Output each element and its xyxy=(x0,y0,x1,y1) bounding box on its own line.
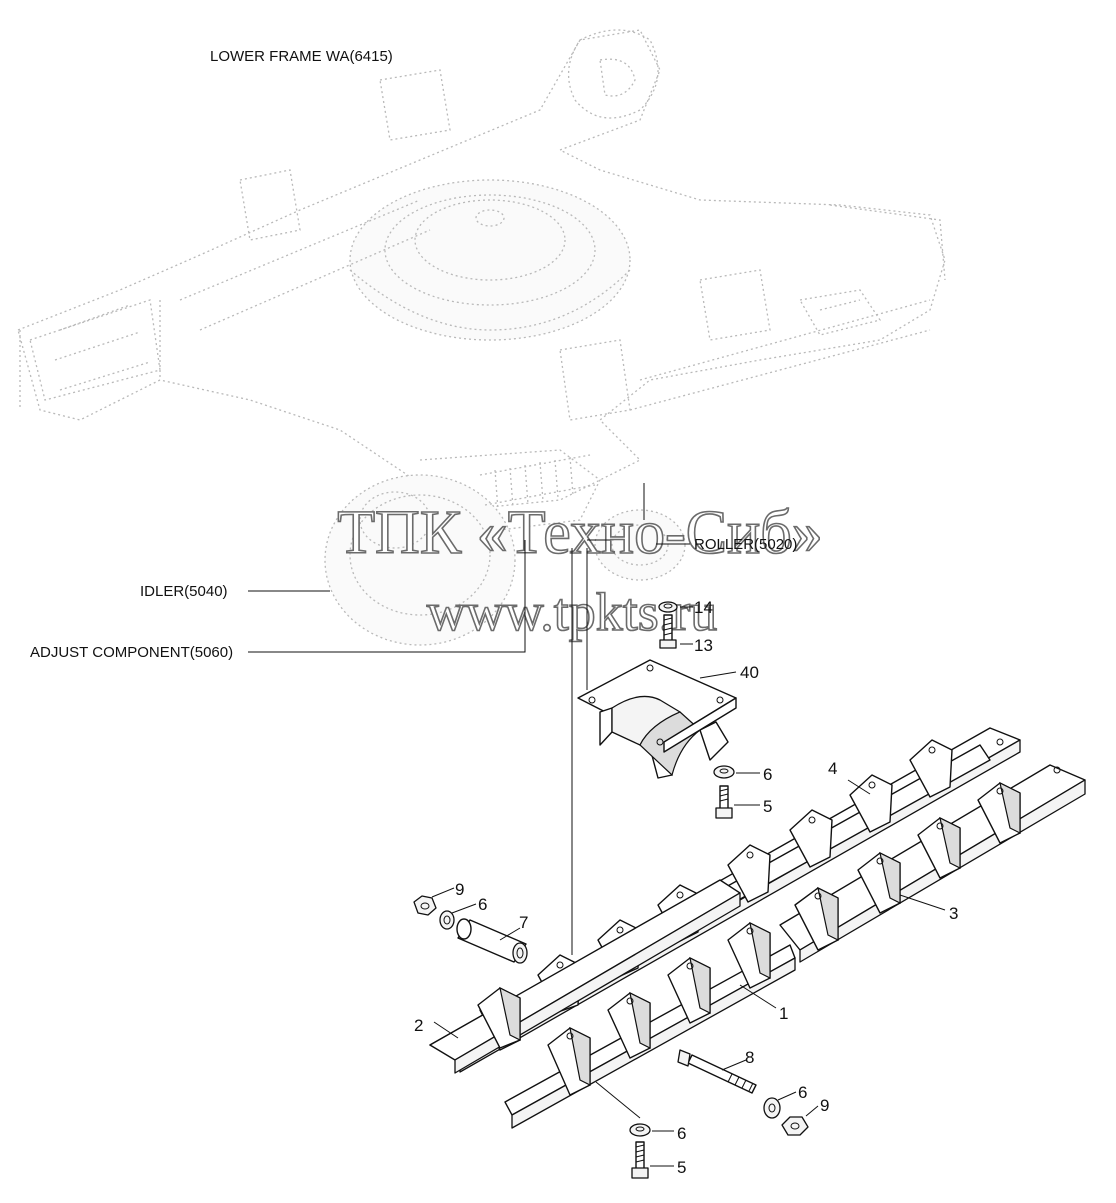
part-5-bolt-top xyxy=(715,785,733,819)
part-14-washer xyxy=(658,601,678,613)
callout-2: 2 xyxy=(414,1016,423,1035)
callout-4: 4 xyxy=(828,759,837,778)
callout-13: 13 xyxy=(694,636,713,655)
part-13-bolt xyxy=(659,614,677,649)
callout-6-right: 6 xyxy=(798,1083,807,1102)
part-3-guard-right xyxy=(779,764,1086,963)
label-idler: IDLER(5040) xyxy=(140,583,228,600)
part-6-washer-right xyxy=(763,1097,781,1119)
callout-5-bottom: 5 xyxy=(677,1158,686,1177)
part-9-nut-right xyxy=(781,1116,809,1136)
callout-3: 3 xyxy=(949,904,958,923)
part-9-nut-left xyxy=(413,895,437,916)
label-roller: ROLLER(5020) xyxy=(694,536,797,553)
callout-7: 7 xyxy=(519,913,528,932)
part-8-long-bolt xyxy=(677,1049,757,1094)
watermark: ТПК «Техно-Сиб» www.tpkts.ru xyxy=(336,498,823,643)
callout-9-left: 9 xyxy=(455,880,464,899)
callout-40: 40 xyxy=(740,663,759,682)
part-40-bracket xyxy=(577,659,737,779)
watermark-line1: ТПК «Техно-Сиб» xyxy=(337,499,823,567)
lower-frame-ghost xyxy=(17,29,946,646)
callout-6-bottom: 6 xyxy=(677,1124,686,1143)
part-7-spacer xyxy=(456,918,528,964)
part-1-guard-front xyxy=(504,921,796,1129)
part-6-washer-bottom xyxy=(629,1123,651,1137)
callout-9-right: 9 xyxy=(820,1096,829,1115)
label-adjust-component: ADJUST COMPONENT(5060) xyxy=(30,644,233,661)
label-lower-frame: LOWER FRAME WA(6415) xyxy=(210,48,393,65)
callout-6-top: 6 xyxy=(763,765,772,784)
callout-6-left: 6 xyxy=(478,895,487,914)
callout-14: 14 xyxy=(694,598,713,617)
part-5-bolt-bottom xyxy=(631,1141,649,1179)
callout-8: 8 xyxy=(745,1048,754,1067)
callout-5-top: 5 xyxy=(763,797,772,816)
part-6-washer-left xyxy=(439,910,455,930)
part-6-washer-top xyxy=(713,765,735,779)
part-2-guard-left xyxy=(429,879,741,1074)
callout-1: 1 xyxy=(779,1004,788,1023)
